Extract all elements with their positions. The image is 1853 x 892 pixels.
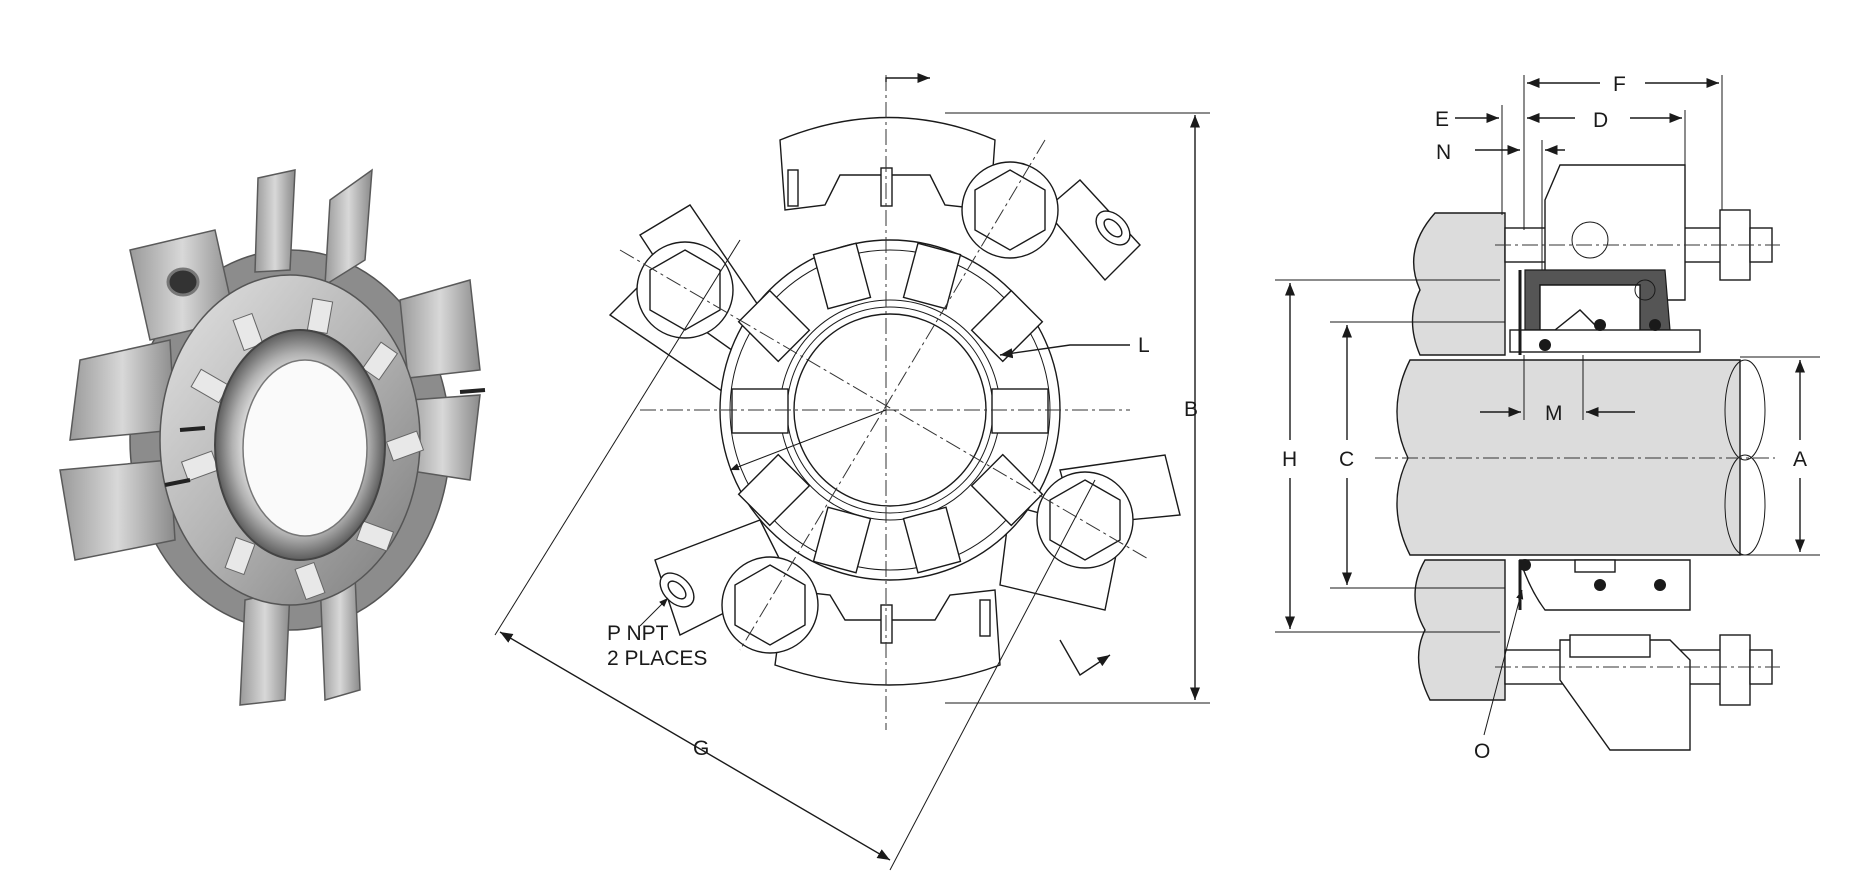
- label-m: M: [1545, 402, 1563, 425]
- dimension-labels: B L G P NPT 2 PLACES F D E N H C A M O: [607, 73, 1807, 763]
- section-view-drawing: [1275, 75, 1820, 751]
- label-n: N: [1436, 141, 1451, 164]
- front-view-drawing: [494, 72, 1210, 871]
- label-l: L: [1138, 334, 1150, 357]
- label-o: O: [1474, 740, 1490, 763]
- label-d: D: [1593, 109, 1608, 132]
- label-g: G: [693, 737, 709, 760]
- label-h: H: [1282, 448, 1297, 471]
- label-p-places: 2 PLACES: [607, 647, 707, 670]
- label-a: A: [1793, 448, 1807, 471]
- label-f: F: [1613, 73, 1626, 96]
- seal-photo-icon: [59, 168, 486, 706]
- label-b: B: [1184, 398, 1198, 421]
- label-c: C: [1339, 448, 1354, 471]
- label-p-npt: P NPT: [607, 622, 669, 645]
- label-e: E: [1435, 108, 1449, 131]
